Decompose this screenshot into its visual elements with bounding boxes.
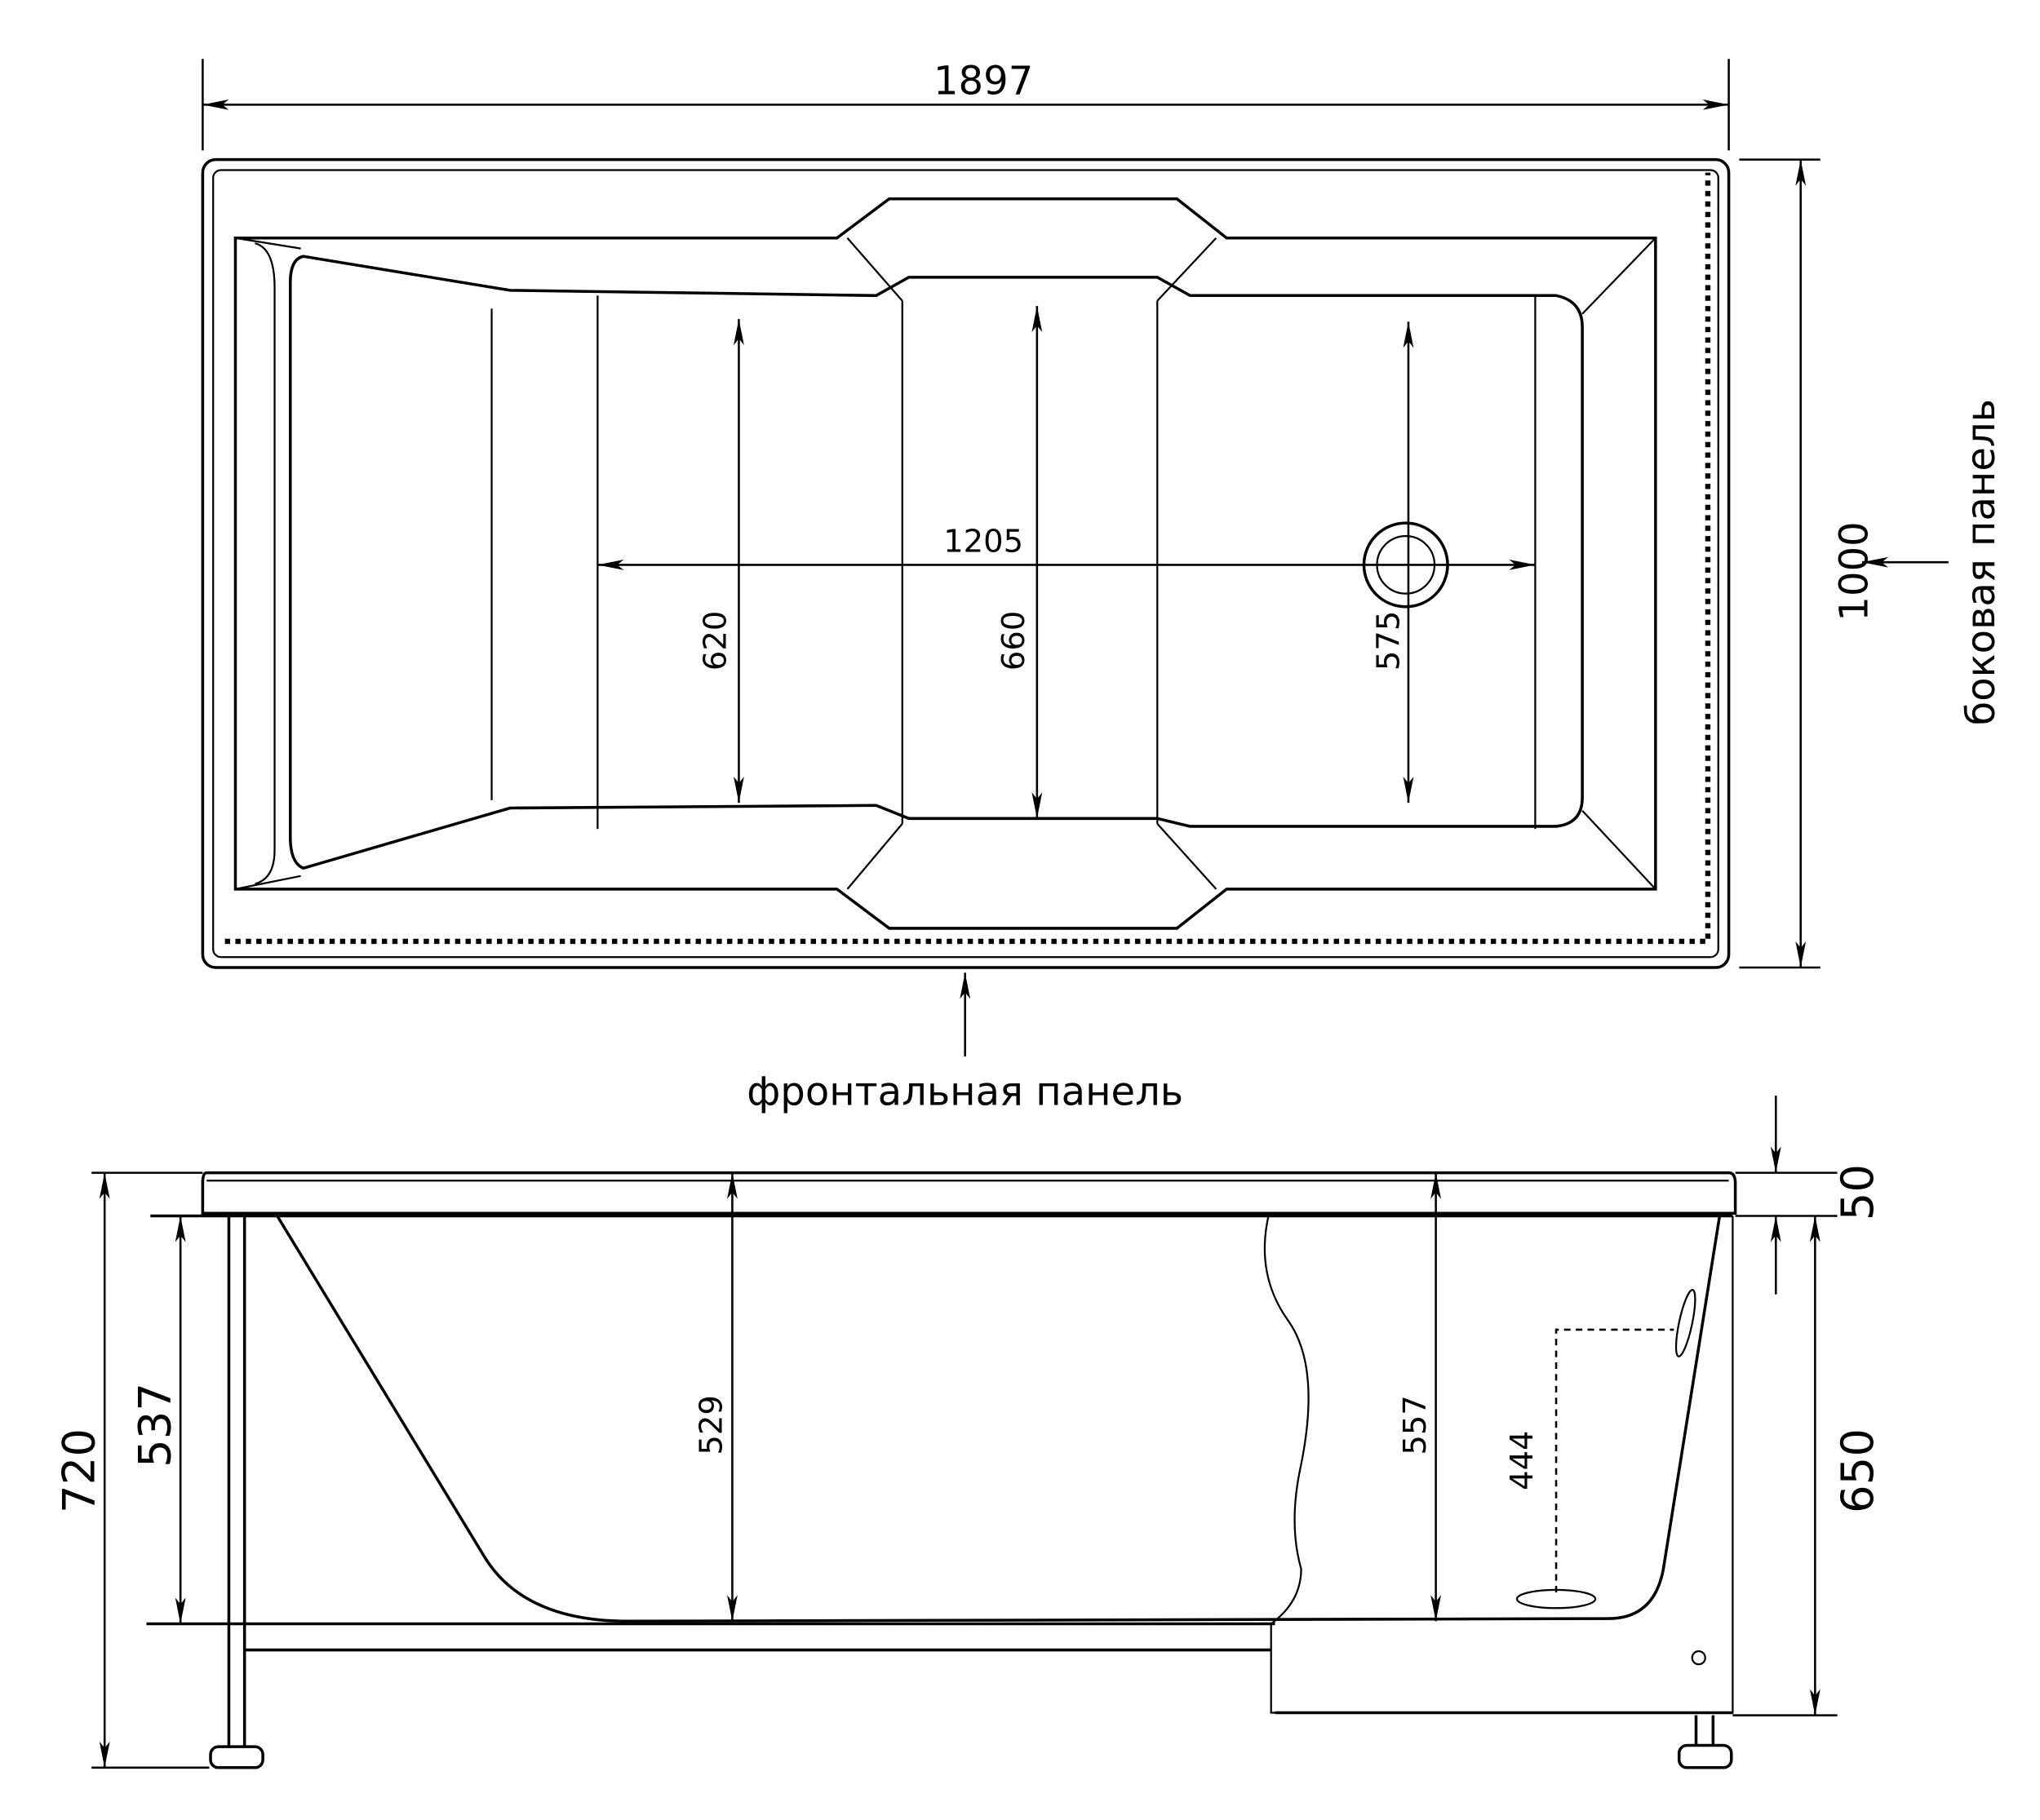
front-panel-label: фронтальная панель <box>747 1069 1183 1114</box>
dim-extension-1000 <box>1739 158 1820 969</box>
dim-extension-720 <box>91 1171 210 1769</box>
dim-extension-right <box>1732 1171 1838 1716</box>
body-lines <box>146 1214 1733 1626</box>
leg-right <box>1694 1715 1715 1746</box>
basin-internal-lines <box>490 237 1537 890</box>
dim-rim-thickness: 50 <box>1831 1164 1883 1220</box>
basin-inner <box>289 255 1584 870</box>
frame-leg-left <box>227 1216 246 1746</box>
headrest <box>255 242 276 885</box>
foot-right <box>1677 1743 1733 1769</box>
dim-inner-length: 1205 <box>943 523 1023 560</box>
dim-overflow-height: 444 <box>1504 1430 1541 1490</box>
side-view: 444 720 537 529 557 50 650 <box>52 1096 1883 1769</box>
drain-valve <box>1691 1650 1706 1666</box>
rim-side <box>201 1171 1737 1216</box>
top-view: 1897 1000 1205 620 660 575 боковая панел… <box>201 59 2004 1114</box>
dim-body-height: 650 <box>1831 1428 1883 1513</box>
basin-side-profile <box>276 1215 1722 1623</box>
basin-corner-lines <box>235 237 1656 890</box>
dim-inner-depth-middle: 529 <box>694 1395 730 1455</box>
inner-rim <box>212 169 1719 959</box>
dim-overall-length: 1897 <box>934 59 1033 104</box>
outer-rim <box>201 157 1731 969</box>
dim-inner-height-left: 537 <box>128 1383 180 1468</box>
drain-side <box>1515 1588 1597 1610</box>
dim-depth-right: 575 <box>1371 611 1408 671</box>
dim-overall-width: 1000 <box>1831 521 1877 621</box>
cutaway-panel <box>1263 1216 1734 1714</box>
dim-depth-left: 620 <box>697 611 734 671</box>
dim-total-height: 720 <box>52 1428 104 1513</box>
overflow-side <box>1674 1288 1696 1357</box>
panel-marking <box>224 172 1711 945</box>
dim-depth-middle: 660 <box>996 611 1032 671</box>
side-panel-label: боковая панель <box>1958 399 2004 725</box>
overflow-dim-line <box>1554 1328 1674 1593</box>
dim-inner-depth-right: 557 <box>1397 1395 1434 1455</box>
foot-left <box>209 1745 264 1769</box>
